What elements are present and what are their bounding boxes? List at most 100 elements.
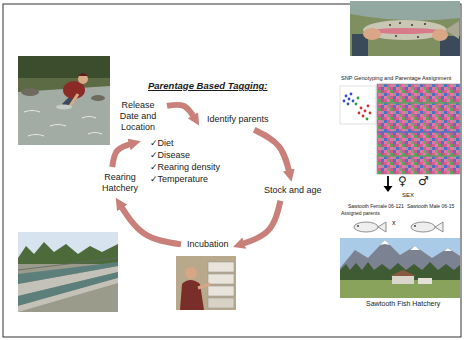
incubation-photo [185, 267, 197, 279]
incubation-photo [208, 298, 234, 308]
stage-text: Rearing Hatchery [96, 172, 144, 194]
scatter-plot [343, 100, 346, 103]
release-photo [18, 56, 110, 145]
annotation-label: x [392, 219, 396, 227]
stage-text: Stock and age [264, 185, 322, 196]
trout-photo [432, 29, 448, 41]
hatchery-photo [392, 276, 414, 284]
release-photo [21, 88, 39, 96]
release-photo [78, 74, 88, 84]
release-photo [18, 86, 110, 145]
trout-photo [399, 22, 401, 24]
raceway-photo [18, 278, 118, 312]
cycle-arrow [167, 105, 195, 119]
scatter-plot [369, 112, 372, 115]
scatter-plot [364, 110, 367, 113]
down-arrow [384, 176, 393, 192]
scatter-plot [358, 112, 361, 115]
trout-photo [389, 24, 391, 26]
annotation-label: Sawtooth Female 06-121 [348, 204, 404, 210]
release-photo [24, 111, 102, 137]
raceway-photo [18, 232, 118, 312]
trout-photo [363, 20, 447, 40]
genotype-heatmap [377, 102, 460, 104]
trout-photo [350, 1, 460, 56]
stage-label: Rearing Hatchery [94, 171, 146, 195]
release-photo [18, 56, 110, 78]
incubation-photo [208, 286, 234, 296]
cycle-arrow [120, 205, 181, 245]
scatter-plot [352, 100, 355, 103]
annotation-label: SNP Genotyping and Parentage Assignment [341, 75, 451, 81]
checklist-item: ✓Disease [150, 150, 190, 160]
trout-photo [350, 1, 460, 20]
stage-text: Identify parents [207, 114, 269, 125]
stage-text: Incubation [187, 239, 229, 250]
raceway-photo [18, 242, 118, 266]
fish-icon [354, 222, 443, 232]
annotation-label: SEX [402, 192, 414, 199]
hatchery-photo [390, 270, 416, 276]
fish-icon [357, 225, 359, 227]
incubation-photo [180, 280, 204, 310]
incubation-photo [208, 274, 234, 284]
scatter-plot [357, 97, 360, 100]
checklist-item: ✓Temperature [150, 174, 208, 184]
genotype-heatmap [377, 84, 460, 174]
release-photo [18, 56, 110, 145]
hatchery-photo [340, 238, 460, 298]
incubation-photo [208, 262, 234, 272]
cycle-arrow [254, 130, 290, 174]
trout-photo [395, 35, 397, 37]
annotation-label: Assigned parents [341, 211, 380, 217]
trout-photo [411, 24, 413, 26]
genotype-heatmap [377, 84, 460, 174]
genotype-heatmap [377, 155, 460, 157]
scatter-plot [347, 103, 350, 106]
scatter-plot [345, 95, 348, 98]
fish-icon [354, 222, 378, 232]
trout-photo [350, 1, 460, 56]
annotation-label: ♀ [398, 175, 407, 189]
incubation-photo [176, 256, 236, 310]
stage-label: Release Date and Location [113, 99, 163, 133]
annotation-label: ♂ [418, 175, 429, 189]
scatter-plot [366, 118, 369, 121]
stage-text: Release Date and Location [115, 100, 161, 132]
fish-icon [378, 222, 386, 232]
release-photo [70, 94, 78, 106]
scatter-plot [362, 115, 365, 118]
cycle-arrow [112, 143, 133, 167]
genotype-heatmap [377, 84, 460, 174]
fish-icon [411, 222, 435, 232]
scatter-plot [340, 86, 376, 124]
hatchery-photo [418, 278, 432, 284]
annotation-label: Sawtooth Fish Hatchery [366, 300, 440, 308]
incubation-photo [176, 256, 236, 310]
stage-label: Stock and age [262, 184, 324, 197]
scatter-plot [355, 103, 358, 106]
stage-label: Identify parents [205, 113, 271, 126]
scatter-plot [348, 98, 351, 101]
raceway-photo [18, 258, 118, 270]
down-arrow [384, 186, 393, 192]
scatter-plot [367, 105, 370, 108]
cycle-arrow [241, 201, 281, 245]
stage-label: Incubation [185, 238, 231, 251]
hatchery-photo [380, 240, 452, 251]
checklist-item: ✓Diet [150, 138, 174, 148]
scatter-plot [350, 93, 353, 96]
annotation-label: Sawtooth Male 06-15 [407, 204, 454, 210]
hatchery-photo [340, 238, 460, 298]
checklist-item: ✓Rearing density [150, 162, 220, 172]
scatter-plot [340, 86, 376, 124]
trout-photo [424, 23, 426, 25]
raceway-photo [18, 232, 118, 312]
fish-icon [414, 225, 416, 227]
release-photo [91, 95, 105, 101]
diagram-title: Parentage Based Tagging: [148, 80, 267, 91]
genotype-heatmap [377, 131, 460, 133]
